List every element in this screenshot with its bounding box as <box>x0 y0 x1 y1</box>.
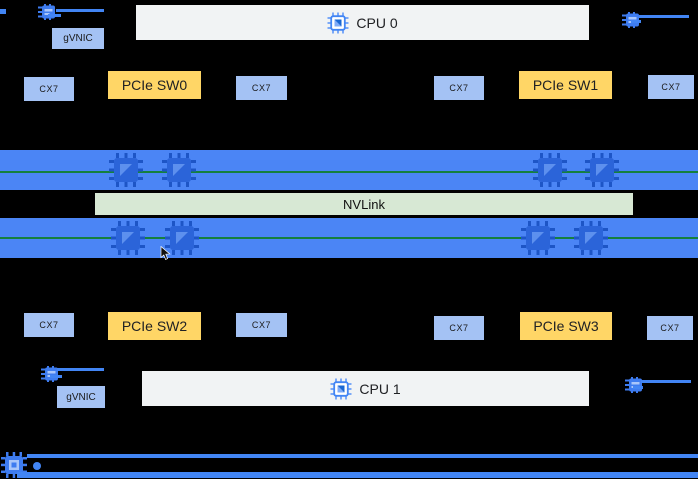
pcie-switch3-box: PCIe SW3 <box>520 312 612 340</box>
nic-uplink-line-segment <box>633 386 643 389</box>
gpu-chip-icon <box>533 153 567 187</box>
pcie-switch-label: PCIe SW3 <box>533 318 599 334</box>
cx7-nic-box: CX7 <box>24 77 74 101</box>
pcie-switch-label: PCIe SW2 <box>121 318 188 334</box>
gvnic-label: gVNIC <box>63 33 93 44</box>
cx7-label: CX7 <box>449 323 469 333</box>
cx7-nic-box: CX7 <box>24 313 74 337</box>
cx7-nic-box: CX7 <box>648 75 694 99</box>
nvlink-box: NVLink <box>95 193 633 215</box>
cpu-chip-icon <box>327 12 349 34</box>
gvnic-box-bottom: gVNIC <box>57 386 105 408</box>
gpu-chip-icon <box>574 221 608 255</box>
cx7-nic-box: CX7 <box>647 316 693 340</box>
network-rail-bar <box>17 472 698 478</box>
cx7-nic-box: CX7 <box>434 76 484 100</box>
nic-uplink-line <box>639 15 689 18</box>
cpu0-label: CPU 0 <box>356 14 398 31</box>
pcie-switch2-box: PCIe SW2 <box>108 312 201 340</box>
network-rail-line <box>27 454 698 458</box>
nvlink-rail-bottom <box>0 237 698 239</box>
cx7-label: CX7 <box>251 320 272 330</box>
pcie-switch-label: PCIe SW0 <box>121 77 188 93</box>
cx7-label: CX7 <box>661 82 681 92</box>
pcie-switch-label: PCIe SW1 <box>532 77 599 93</box>
nic-uplink-line-segment <box>631 20 641 23</box>
nvlink-label: NVLink <box>343 196 385 212</box>
cx7-nic-box: CX7 <box>236 313 287 337</box>
gpu-chip-icon <box>109 153 143 187</box>
cx7-label: CX7 <box>39 84 59 94</box>
pcie-switch0-box: PCIe SW0 <box>108 71 201 99</box>
nvlink-rail-top <box>0 171 698 173</box>
gpu-chip-icon <box>521 221 555 255</box>
cx7-nic-box: CX7 <box>236 76 287 100</box>
cx7-label: CX7 <box>660 323 680 333</box>
cpu1-box: CPU 1 <box>142 371 589 406</box>
network-link-stub <box>0 9 6 14</box>
nic-uplink-line-segment <box>48 14 61 17</box>
cpu-chip-icon <box>330 378 352 400</box>
nic-link-icon <box>38 4 56 20</box>
cx7-label: CX7 <box>39 320 59 330</box>
nic-uplink-line <box>56 9 104 12</box>
gvnic-label: gVNIC <box>66 391 96 403</box>
cx7-nic-box: CX7 <box>434 316 484 340</box>
gpu-chip-icon <box>162 153 196 187</box>
gpu-chip-icon <box>585 153 619 187</box>
nic-uplink-line <box>641 380 691 383</box>
gvnic-box-top: gVNIC <box>52 28 104 49</box>
network-node-dot <box>33 462 41 470</box>
cx7-label: CX7 <box>449 83 469 93</box>
mouse-cursor-icon <box>160 246 171 260</box>
cpu0-box: CPU 0 <box>136 5 589 40</box>
cpu1-label: CPU 1 <box>359 380 401 397</box>
gpu-chip-icon <box>111 221 145 255</box>
cx7-label: CX7 <box>251 83 272 93</box>
nic-uplink-line-segment <box>50 375 62 378</box>
nic-uplink-line <box>57 368 104 371</box>
pcie-switch1-box: PCIe SW1 <box>519 71 612 99</box>
